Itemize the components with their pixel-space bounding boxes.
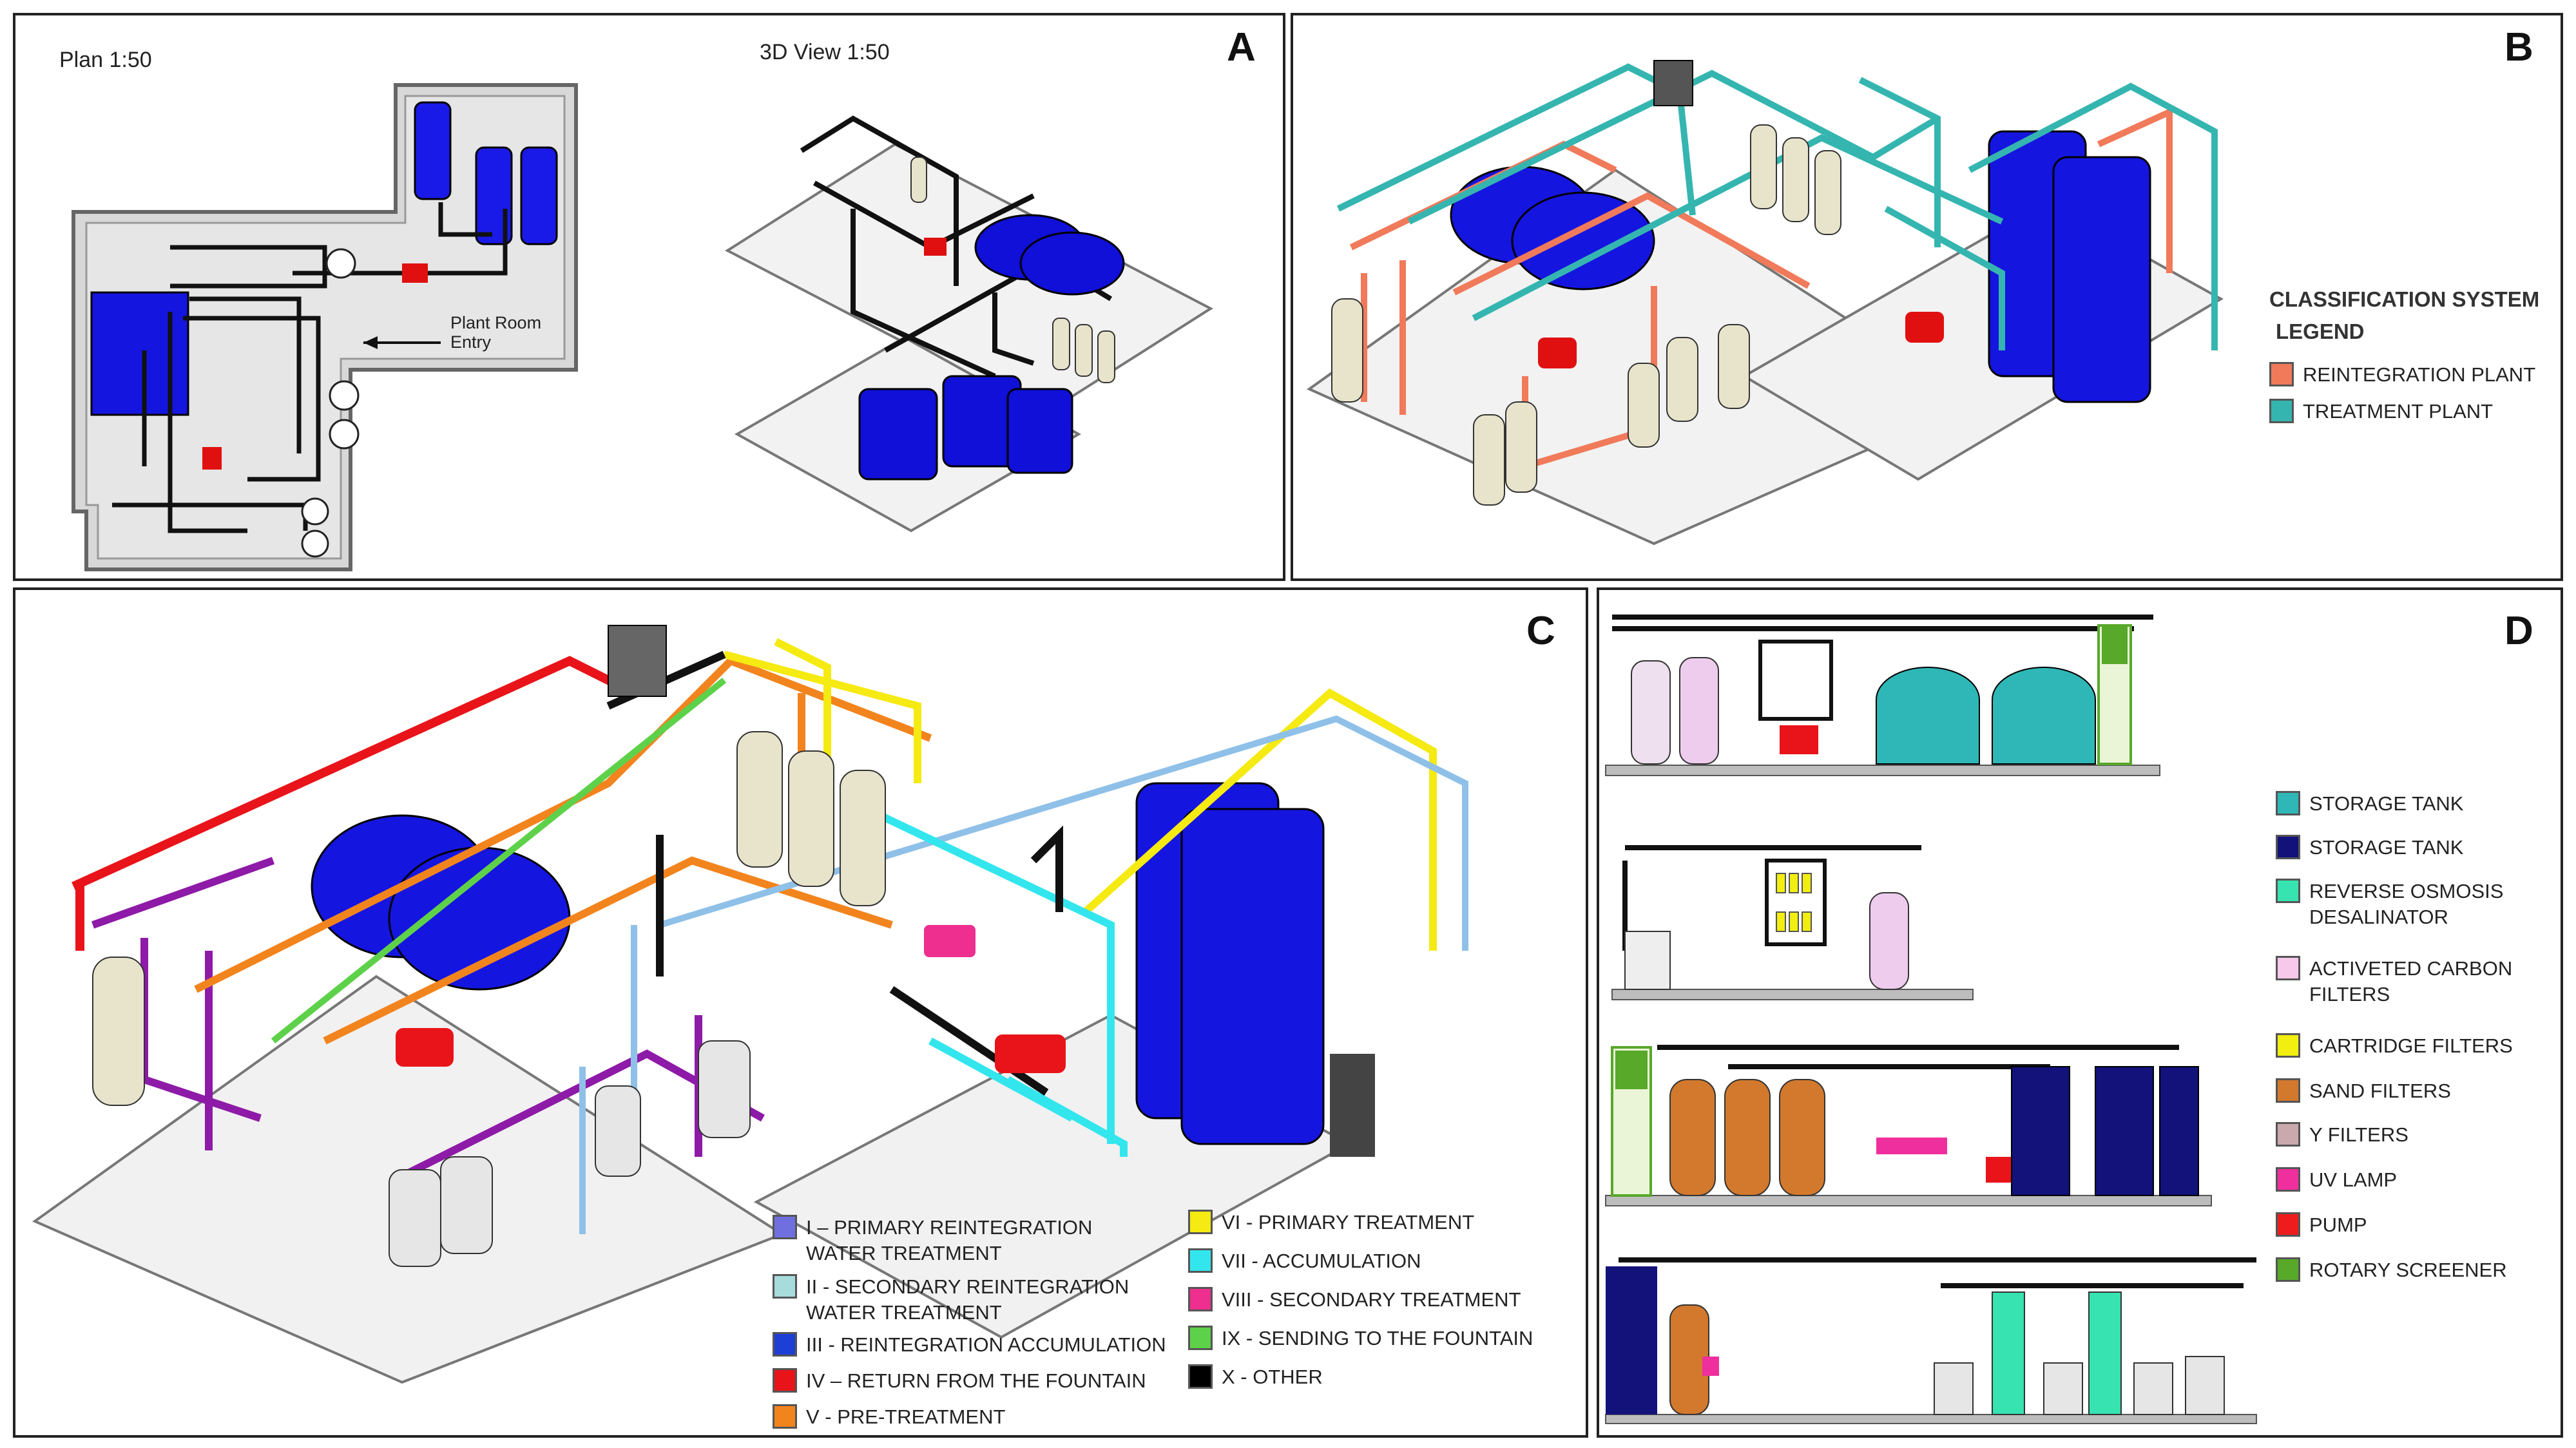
elevation-views-drawing: [1605, 614, 2257, 1424]
legend-item: REVERSE OSMOSIS DESALINATOR: [2276, 879, 2503, 930]
legend-swatch: [2276, 1033, 2300, 1058]
legend-swatch: [2276, 956, 2300, 980]
panel-letter: C: [1526, 609, 1555, 653]
legend-item: PUMP: [2276, 1212, 2367, 1238]
legend-item: ROTARY SCREENER: [2276, 1257, 2507, 1283]
legend-item: SAND FILTERS: [2276, 1078, 2451, 1104]
legend-swatch: [2269, 399, 2294, 423]
legend-item: III - REINTEGRATION ACCUMULATION: [773, 1332, 1166, 1358]
3d-view-label: 3D View 1:50: [760, 40, 890, 64]
legend-swatch: [1188, 1326, 1213, 1350]
legend-label: IV – RETURN FROM THE FOUNTAIN: [806, 1369, 1146, 1392]
legend-label: STORAGE TANK: [2309, 792, 2464, 815]
plan-view-drawing: [72, 83, 578, 571]
legend-label: TREATMENT PLANT: [2303, 400, 2494, 423]
legend-label: Y FILTERS: [2309, 1123, 2408, 1146]
legend-swatch: [2276, 1257, 2300, 1282]
panel-d: D: [1597, 587, 2563, 1438]
legend-swatch: [773, 1368, 797, 1393]
legend-item: VIII - SECONDARY TREATMENT: [1188, 1287, 1521, 1313]
legend-item: Y FILTERS: [2276, 1122, 2408, 1148]
legend-item: TREATMENT PLANT: [2269, 399, 2493, 424]
legend-item: STORAGE TANK: [2276, 791, 2463, 817]
legend-swatch: [2276, 1212, 2300, 1237]
panel-a: A Plan 1:50 3D View 1:50: [13, 13, 1285, 581]
legend-item: REINTEGRATION PLANT: [2269, 362, 2535, 388]
legend-swatch: [773, 1274, 797, 1299]
legend-item: IV – RETURN FROM THE FOUNTAIN: [773, 1368, 1146, 1394]
legend-label: VII - ACCUMULATION: [1222, 1250, 1421, 1272]
legend-swatch: [1188, 1364, 1213, 1389]
legend-item: IX - SENDING TO THE FOUNTAIN: [1188, 1326, 1533, 1351]
legend-swatch: [773, 1332, 797, 1357]
legend-label: PUMP: [2309, 1214, 2367, 1236]
legend-swatch: [1188, 1287, 1213, 1311]
legend-swatch: [2276, 1167, 2300, 1192]
plant-room-entry-label: Plant Room Entry: [450, 313, 542, 352]
3d-view-drawing: [724, 115, 1214, 533]
legend-label: VIII - SECONDARY TREATMENT: [1222, 1288, 1521, 1311]
legend-swatch: [2276, 879, 2300, 903]
legend-label: SAND FILTERS: [2309, 1080, 2451, 1102]
legend-item: ACTIVETED CARBON FILTERS: [2276, 956, 2512, 1007]
legend-label: REVERSE OSMOSIS DESALINATOR: [2309, 880, 2504, 928]
legend-item: V - PRE-TREATMENT: [773, 1404, 1005, 1430]
legend-swatch: [2269, 362, 2294, 386]
panel-c: C: [13, 587, 1588, 1438]
legend-item: STORAGE TANK: [2276, 835, 2463, 861]
legend-label: STORAGE TANK: [2309, 836, 2464, 859]
legend-label: REINTEGRATION PLANT: [2303, 363, 2536, 386]
legend-item: VII - ACCUMULATION: [1188, 1248, 1421, 1274]
panel-letter: B: [2504, 25, 2533, 70]
legend-item: II - SECONDARY REINTEGRATION WATER TREAT…: [773, 1274, 1129, 1326]
panel-letter: D: [2504, 609, 2533, 653]
system-3d-drawing: [32, 625, 1468, 1384]
legend-swatch: [773, 1215, 797, 1239]
legend-label: X - OTHER: [1222, 1366, 1323, 1388]
classification-3d-drawing: [1307, 60, 2224, 546]
legend-label: VI - PRIMARY TREATMENT: [1222, 1211, 1475, 1234]
legend-swatch: [773, 1404, 797, 1429]
panel-b: B: [1291, 13, 2563, 581]
legend-label: ROTARY SCREENER: [2309, 1259, 2507, 1281]
legend-swatch: [1188, 1248, 1213, 1273]
legend-title: LEGEND: [2276, 319, 2365, 343]
legend-label: I – PRIMARY REINTEGRATION WATER TREATMEN…: [806, 1216, 1093, 1264]
legend-label: III - REINTEGRATION ACCUMULATION: [806, 1333, 1166, 1356]
legend-label: II - SECONDARY REINTEGRATION WATER TREAT…: [806, 1275, 1129, 1324]
legend-label: CARTRIDGE FILTERS: [2309, 1034, 2513, 1057]
legend-item: UV LAMP: [2276, 1167, 2397, 1193]
legend-item: X - OTHER: [1188, 1364, 1323, 1390]
legend-swatch: [2276, 1078, 2300, 1103]
legend-label: ACTIVETED CARBON FILTERS: [2309, 957, 2513, 1005]
legend-swatch: [2276, 835, 2300, 859]
legend-item: CARTRIDGE FILTERS: [2276, 1033, 2513, 1059]
legend-swatch: [1188, 1210, 1213, 1234]
legend-item: I – PRIMARY REINTEGRATION WATER TREATMEN…: [773, 1215, 1092, 1266]
plan-view-label: Plan 1:50: [59, 48, 152, 72]
legend-swatch: [2276, 1122, 2300, 1147]
panel-letter: A: [1227, 25, 1256, 70]
legend-swatch: [2276, 791, 2300, 815]
legend-label: IX - SENDING TO THE FOUNTAIN: [1222, 1327, 1533, 1349]
legend-title: CLASSIFICATION SYSTEM: [2269, 287, 2540, 311]
legend-label: UV LAMP: [2309, 1168, 2398, 1191]
legend-item: VI - PRIMARY TREATMENT: [1188, 1210, 1474, 1235]
legend-label: V - PRE-TREATMENT: [806, 1405, 1006, 1428]
